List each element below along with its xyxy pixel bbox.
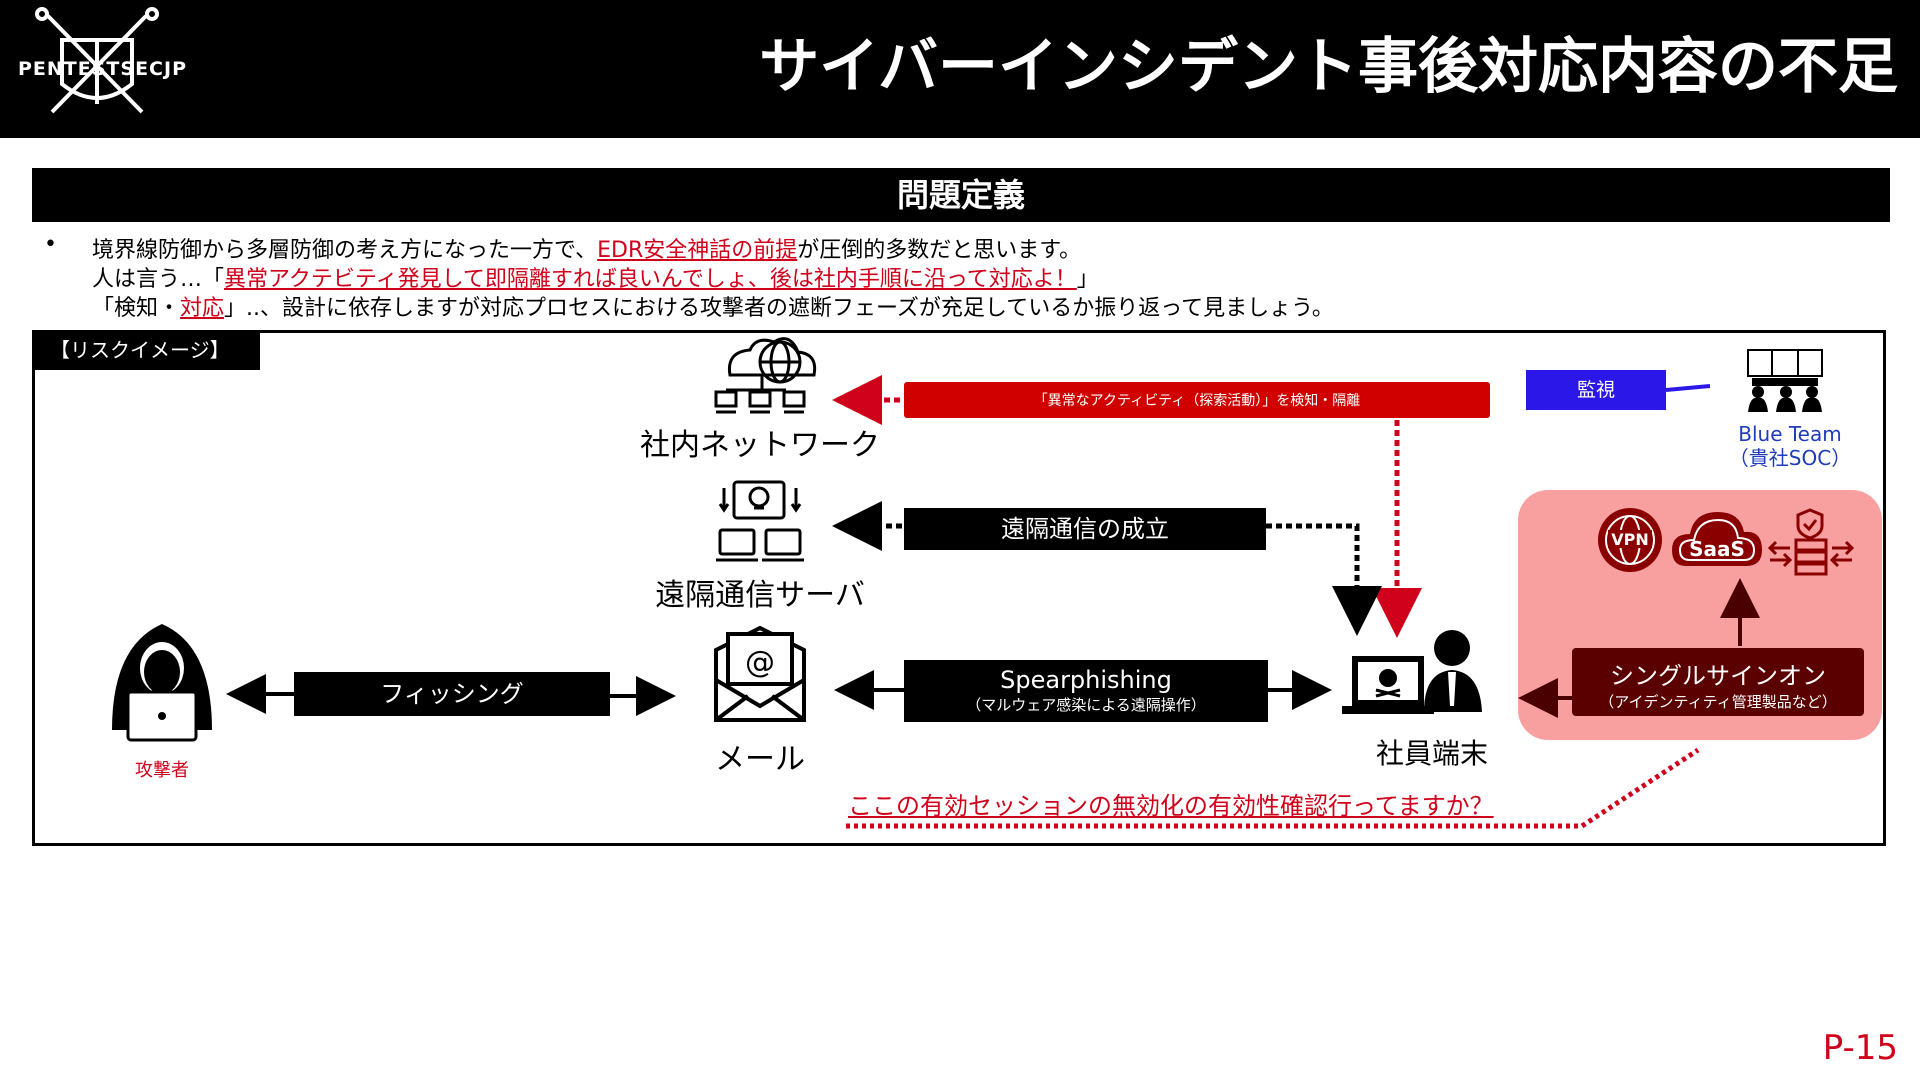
line1-highlight: EDR安全神話の前提 <box>597 238 798 263</box>
line2-pre: 人は言う…「 <box>92 267 225 292</box>
session-invalidation-question: ここの有効セッションの無効化の有効性確認行ってますか？ <box>848 792 1494 820</box>
spearphishing-box: Spearphishing （マルウェア感染による遠隔操作） <box>904 660 1268 722</box>
soc-team-icon <box>1747 349 1823 412</box>
sso-subtitle: （アイデンティティ管理製品など） <box>1599 693 1837 711</box>
infected-laptop-icon <box>1342 656 1434 714</box>
bullet-line-2: 人は言う…「異常アクテビティ発見して即隔離すれば良いんでしょ、後は社内手順に沿っ… <box>92 261 1099 293</box>
page-title: サイバーインシデント事後対応内容の不足 <box>759 32 1898 102</box>
server-shield-icon <box>1767 508 1855 576</box>
bullet-line-1: 境界線防御から多層防御の考え方になった一方で、EDR安全神話の前提が圧倒的多数だ… <box>92 232 1081 264</box>
spearphishing-subtitle: （マルウェア感染による遠隔操作） <box>966 696 1206 714</box>
risk-image-label: 【リスクイメージ】 <box>32 330 260 370</box>
saas-icon <box>1672 512 1762 566</box>
employee-terminal-label: 社員端末 <box>1375 737 1488 770</box>
sso-box: シングルサインオン （アイデンティティ管理製品など） <box>1572 648 1864 716</box>
phishing-box: フィッシング <box>294 672 610 716</box>
bullet-line-3: 「検知・対応」..、設計に依存しますが対応プロセスにおける攻撃者の遮断フェーズが… <box>92 290 1334 322</box>
remote-arrow-down <box>1266 523 1382 636</box>
hacker-icon <box>112 624 212 742</box>
line3-pre: 「検知・ <box>92 296 181 321</box>
line1-pre: 境界線防御から多層防御の考え方になった一方で、 <box>92 238 598 263</box>
vpn-label: VPN <box>1611 530 1649 549</box>
detect-isolate-bar <box>904 382 1490 418</box>
monitor-link <box>1665 384 1711 392</box>
detect-isolate-text: 「異常なアクティビティ（探索活動）」を検知・隔離 <box>1033 393 1361 409</box>
mail-label: メール <box>715 742 805 777</box>
line3-post: 」..、設計に依存しますが対応プロセスにおける攻撃者の遮断フェーズが充足している… <box>224 296 1334 321</box>
mail-icon: @ <box>714 625 806 722</box>
bullet-marker: • <box>44 232 57 257</box>
line2-post: 」 <box>1076 267 1099 292</box>
saas-label: SaaS <box>1689 537 1745 561</box>
monitor-box: 監視 <box>1526 370 1666 410</box>
shield-swords-icon <box>35 7 159 114</box>
remote-comm-box: 遠隔通信の成立 <box>904 508 1266 550</box>
internal-network-label: 社内ネットワーク <box>640 428 880 463</box>
employee-icon <box>1424 630 1482 712</box>
spearphishing-title: Spearphishing <box>1000 666 1172 694</box>
line2-highlight: 異常アクテビティ発見して即隔離すれば良いんでしょ、後は社内手順に沿って対応よ！ <box>224 267 1077 292</box>
page-number: P-15 <box>1822 1028 1898 1068</box>
header-bar <box>0 0 1920 138</box>
logo-text: PENTESTSECJP <box>18 58 187 80</box>
attacker-label: 攻撃者 <box>135 760 189 781</box>
vpn-icon <box>1598 508 1662 572</box>
section-heading: 問題定義 <box>32 168 1890 222</box>
skull-servers-icon <box>716 480 804 562</box>
line1-post: が圧倒的多数だと思います。 <box>797 238 1082 263</box>
svg-text:@: @ <box>745 645 775 680</box>
question-connector <box>846 747 1700 829</box>
cloud-network-icon <box>714 337 817 414</box>
risk-diagram-frame <box>32 330 1886 846</box>
sso-title: シングルサインオン <box>1610 662 1826 690</box>
blue-team-subtitle: （貴社SOC） <box>1728 446 1852 470</box>
line3-highlight: 対応 <box>180 296 225 321</box>
blue-team-title: Blue Team <box>1738 422 1842 446</box>
remote-server-label: 遠隔通信サーバ <box>655 578 865 613</box>
blue-team-label: Blue Team （貴社SOC） <box>1710 422 1870 470</box>
